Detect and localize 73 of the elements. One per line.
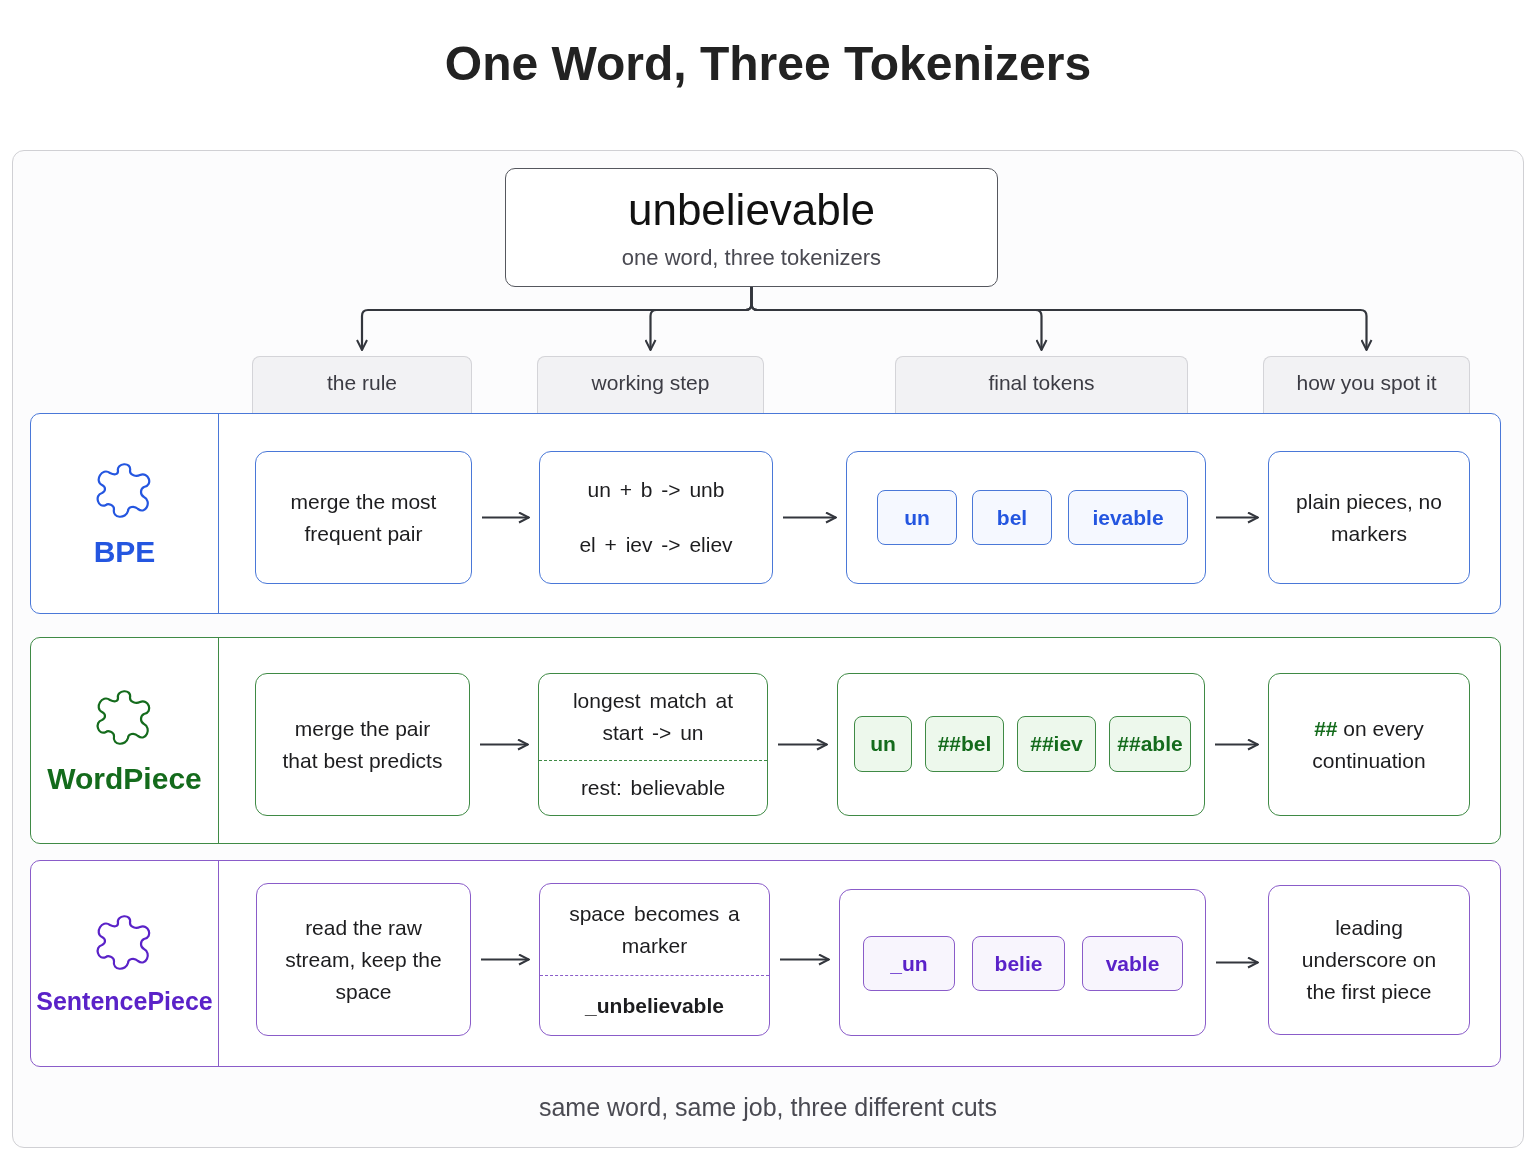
- token-text: _un: [890, 951, 928, 976]
- step-box: [255, 673, 470, 816]
- tokenizer-name: BPE: [93, 534, 156, 569]
- token-text: un: [870, 732, 896, 756]
- word-text: unbelievable: [627, 184, 876, 235]
- column-header: [537, 356, 764, 416]
- tokenizer-lane: [30, 637, 1501, 844]
- step-text: longest match at start -> un: [571, 688, 735, 746]
- step-box: [539, 883, 770, 1036]
- token-chip: [877, 490, 957, 545]
- arrow: [780, 953, 830, 966]
- subtitle-text: one word, three tokenizers: [621, 244, 882, 271]
- token-group-box: [839, 889, 1206, 1036]
- column-header: [1263, 356, 1470, 416]
- step-text: read the raw stream, keep the space: [284, 914, 443, 1005]
- tokenizer-name: SentencePiece: [36, 987, 213, 1016]
- step-box: [1268, 673, 1470, 816]
- arrow: [481, 953, 530, 966]
- arrow: [1216, 956, 1259, 969]
- token-chip: [972, 490, 1052, 545]
- token-text: ##iev: [1030, 732, 1083, 756]
- token-text: ievable: [1092, 505, 1164, 530]
- token-chip: [1017, 716, 1096, 772]
- step-box: [1268, 451, 1470, 584]
- header-text: how you spot it: [1296, 371, 1437, 395]
- step-box: [255, 451, 472, 584]
- token-chip: [972, 936, 1065, 991]
- step-text: _unbelievable: [583, 992, 725, 1019]
- step-text: el + iev -> eliev: [578, 531, 734, 558]
- arrow: [480, 738, 529, 751]
- token-text: bel: [996, 505, 1028, 530]
- step-text: un + b -> unb: [586, 477, 726, 504]
- step-box: [538, 673, 768, 816]
- step-text: rest: believable: [579, 775, 727, 801]
- token-chip: [863, 936, 955, 991]
- arrow: [778, 738, 828, 751]
- step-box: [539, 451, 773, 584]
- step-text: merge the pair that best predicts: [281, 715, 444, 774]
- token-text: vable: [1105, 951, 1160, 976]
- caption: same word, same job, three different cuts: [537, 1093, 999, 1122]
- token-text: un: [904, 505, 930, 530]
- tokenizer-lane: [30, 860, 1501, 1067]
- arrow: [1215, 738, 1259, 751]
- header-text: the rule: [326, 371, 397, 395]
- step-text: merge the most frequent pair: [289, 488, 438, 547]
- arrow: [783, 511, 837, 524]
- token-text: belie: [994, 951, 1043, 976]
- header-text: working step: [591, 371, 710, 395]
- step-box: [256, 883, 471, 1036]
- arrow: [1216, 511, 1259, 524]
- token-group-box: [846, 451, 1206, 584]
- header-text: final tokens: [988, 371, 1095, 395]
- diagram-title: One Word, Three Tokenizers: [443, 36, 1093, 91]
- tokenizer-lane: [30, 413, 1501, 614]
- arrow: [482, 511, 530, 524]
- token-group-box: [837, 673, 1205, 816]
- token-chip: [1109, 716, 1191, 772]
- column-header: [252, 356, 472, 416]
- step-text: space becomes a marker: [568, 900, 741, 959]
- arrow: [750, 287, 1373, 351]
- step-text: leading underscore on the first piece: [1300, 915, 1438, 1005]
- step-text: ## on every continuation: [1311, 715, 1427, 774]
- step-text: plain pieces, no markers: [1295, 488, 1443, 547]
- tokenizer-name: WordPiece: [47, 761, 202, 796]
- token-chip: [854, 716, 912, 772]
- step-box: [1268, 885, 1470, 1035]
- column-header: [895, 356, 1188, 416]
- word-box: [505, 168, 998, 287]
- token-text: ##able: [1117, 732, 1183, 756]
- token-text: ##bel: [937, 732, 992, 756]
- token-chip: [1082, 936, 1183, 991]
- token-chip: [1068, 490, 1188, 545]
- token-chip: [925, 716, 1004, 772]
